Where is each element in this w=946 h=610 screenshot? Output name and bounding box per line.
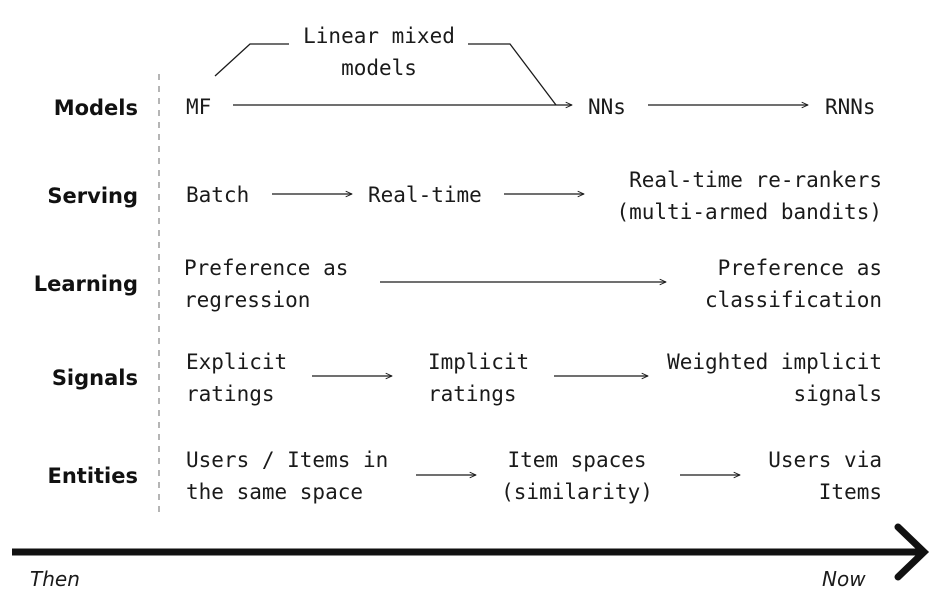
node-users-via-items: Users via Items (752, 444, 882, 508)
node-line: Real-time re-rankers (629, 168, 882, 192)
node-weighted-implicit-signals: Weighted implicit signals (656, 346, 882, 410)
node-line: the same space (186, 480, 364, 504)
connector-mf-to-lmm (214, 43, 289, 77)
node-line: Preference as (717, 256, 882, 280)
node-users-items-same-space: Users / Items in the same space (186, 444, 388, 508)
node-line: Implicit (428, 350, 530, 374)
node-line: Items (818, 480, 882, 504)
node-real-time: Real-time (368, 183, 482, 207)
row-label-signals: Signals (51, 366, 138, 390)
node-line: Item spaces (507, 448, 647, 472)
node-line: Users / Items in (186, 448, 389, 472)
node-line: signals (793, 382, 882, 406)
node-explicit-ratings: Explicit ratings (186, 346, 287, 410)
node-line: Linear mixed (303, 24, 455, 48)
timeline-arrowhead-icon (894, 523, 930, 581)
node-line: regression (184, 288, 311, 312)
node-rnns: RNNs (825, 95, 876, 119)
timeline-end-label: Now (822, 567, 866, 591)
node-line: ratings (186, 382, 275, 406)
node-line: Preference as (184, 256, 349, 280)
node-preference-regression: Preference as regression (184, 252, 348, 316)
node-linear-mixed-models: Linear mixed models (288, 20, 470, 84)
row-label-serving: Serving (47, 184, 138, 208)
row-label-entities: Entities (47, 464, 138, 488)
node-real-time-rerankers: Real-time re-rankers (multi-armed bandit… (596, 164, 882, 228)
node-preference-classification: Preference as classification (690, 252, 882, 316)
node-nns: NNs (588, 95, 626, 119)
node-item-spaces: Item spaces (similarity) (494, 444, 660, 508)
node-implicit-ratings: Implicit ratings (428, 346, 529, 410)
node-line: Explicit (186, 350, 288, 374)
node-line: models (341, 56, 417, 80)
node-line: ratings (428, 382, 517, 406)
row-label-learning: Learning (33, 272, 138, 296)
node-line: classification (704, 288, 882, 312)
node-line: Users via (768, 448, 882, 472)
node-batch: Batch (186, 183, 250, 207)
connector-lmm-to-nns (468, 43, 557, 106)
node-mf: MF (186, 95, 212, 119)
node-line: (similarity) (501, 480, 653, 504)
node-line: (multi-armed bandits) (616, 200, 882, 224)
timeline-start-label: Then (30, 567, 80, 591)
row-label-models: Models (53, 96, 138, 120)
node-line: Weighted implicit (667, 350, 882, 374)
